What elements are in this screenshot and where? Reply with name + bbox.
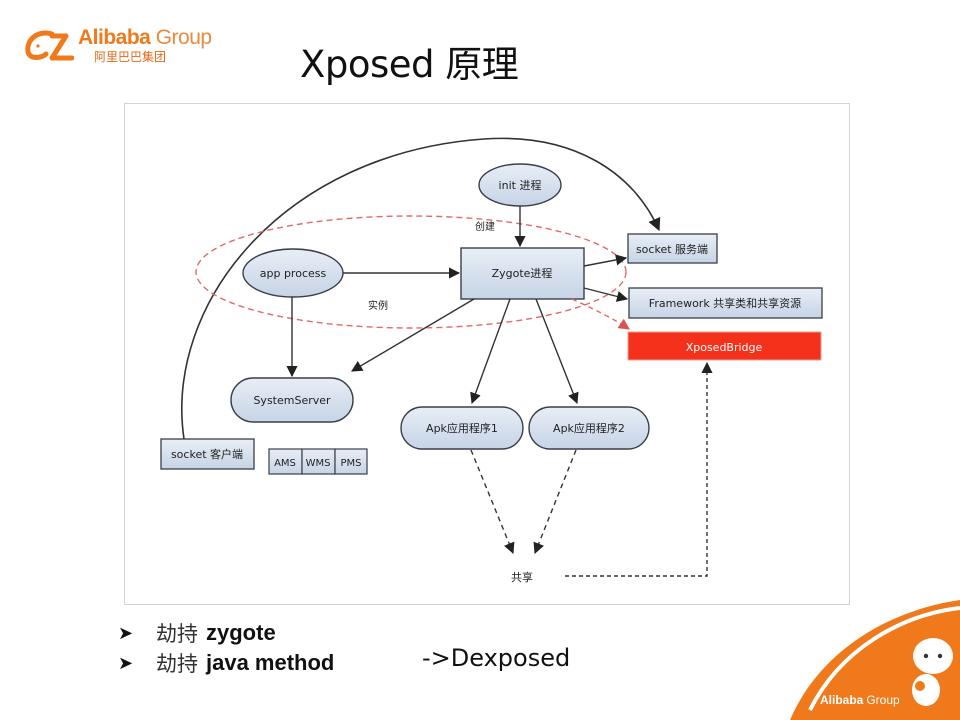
bullet-en-text: java method — [206, 650, 335, 675]
bullet-arrow-icon: ➤ — [118, 652, 134, 674]
bullet-list: ➤ 劫持 zygote ➤ 劫持 java method — [118, 618, 334, 678]
node-apk1-label: Apk应用程序1 — [426, 421, 498, 435]
node-socket-server: socket 服务端 — [627, 233, 718, 264]
edge-apk2-to-shared — [533, 449, 577, 555]
node-apk2-label: Apk应用程序2 — [553, 421, 625, 435]
node-socket-server-label: socket 服务端 — [636, 243, 708, 256]
node-apk2: Apk应用程序2 — [528, 406, 650, 450]
node-wms-label: WMS — [306, 458, 331, 469]
node-services: AMS WMS PMS — [268, 448, 368, 475]
node-zygote: Zygote进程 — [460, 247, 585, 300]
edge-zygote-to-socket-server — [583, 254, 628, 267]
mascot-icon — [912, 638, 953, 706]
node-socket-client-label: socket 客户端 — [171, 447, 243, 461]
edge-zygote-to-xposed-bridge — [571, 298, 630, 330]
node-pms-label: PMS — [340, 458, 361, 469]
bullet-item: ➤ 劫持 zygote — [118, 618, 334, 648]
bullet-cn-text: 劫持 — [156, 652, 198, 676]
node-framework: Framework 共享类和共享资源 — [628, 287, 823, 319]
logo-text-en: Alibaba Group — [78, 26, 212, 49]
node-system-server: SystemServer — [230, 377, 354, 423]
edge-zygote-to-framework — [583, 287, 629, 302]
edge-label-create: 创建 — [475, 220, 495, 233]
node-ams-label: AMS — [274, 458, 296, 469]
edge-shared-to-xposed-bridge — [565, 361, 713, 577]
edge-zygote-to-apk1 — [470, 298, 511, 405]
bullet-arrow-icon: ➤ — [118, 622, 134, 644]
edge-zygote-to-system-server — [351, 298, 475, 372]
node-apk1: Apk应用程序1 — [400, 406, 524, 450]
edge-apk1-to-shared — [470, 449, 515, 555]
edge-zygote-to-apk2 — [535, 298, 579, 405]
edge-socket-client-to-server — [181, 137, 661, 440]
alibaba-logo: Alibaba Group 阿里巴巴集团 — [22, 26, 232, 66]
bullet-en-text: zygote — [206, 620, 276, 645]
alibaba-smile-icon — [25, 30, 74, 61]
node-xposed-bridge: XposedBridge — [627, 331, 822, 361]
node-app-process: app process — [242, 248, 344, 298]
node-init-label: init 进程 — [499, 179, 542, 192]
zygote-hook-ellipse — [195, 215, 627, 329]
node-framework-label: Framework 共享类和共享资源 — [649, 296, 801, 310]
node-init: init 进程 — [478, 163, 562, 207]
slide-title: Xposed 原理 — [300, 43, 519, 86]
node-shared-label: 共享 — [511, 570, 533, 584]
node-system-server-label: SystemServer — [253, 394, 331, 407]
logo-text-cn: 阿里巴巴集团 — [94, 50, 167, 64]
edge-label-instance: 实例 — [368, 299, 388, 312]
node-zygote-label: Zygote进程 — [492, 267, 553, 280]
dexposed-note: ->Dexposed — [422, 644, 571, 672]
bullet-item: ➤ 劫持 java method — [118, 648, 334, 678]
bullet-cn-text: 劫持 — [156, 622, 198, 646]
node-app-process-label: app process — [260, 267, 327, 280]
node-xposed-bridge-label: XposedBridge — [686, 341, 763, 354]
node-socket-client: socket 客户端 — [160, 438, 255, 470]
xposed-diagram: init 进程 创建 Zygote进程 app process 实例 socke… — [160, 137, 823, 584]
